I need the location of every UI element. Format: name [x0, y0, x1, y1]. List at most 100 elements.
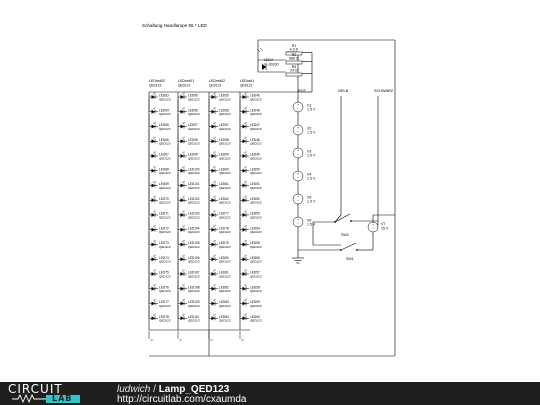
circuitlab-logo[interactable]: CIRCUIT LAB — [8, 383, 92, 404]
wire-label: GELB — [338, 89, 349, 93]
led-part-label: QED123 — [250, 142, 262, 146]
led-label: LED70 — [159, 197, 169, 201]
circuit-name: Lamp_QED123 — [158, 384, 230, 395]
led-label: LED62 — [219, 197, 229, 201]
minus-sign: − — [297, 107, 299, 111]
led-part-label: QED123 — [159, 304, 171, 308]
plus-sign: + — [297, 149, 299, 153]
indicator-led-name: LED4 — [264, 58, 273, 62]
led-part-label: QED123 — [159, 289, 171, 293]
resistor-body — [285, 72, 303, 77]
battery-cell: +−V41.5 V — [292, 170, 316, 182]
indicator-led-part: L7L-3010D — [262, 63, 279, 67]
led-part-label: QED123 — [188, 142, 200, 146]
led-column-label: LEDred01 — [178, 79, 194, 83]
light-rays-icon — [240, 339, 245, 342]
led-label: LED75 — [159, 271, 169, 275]
led-part-label: QED123 — [250, 274, 262, 278]
resistor-1: R14.3 Ω — [285, 44, 303, 56]
led-label: LED107 — [188, 271, 200, 275]
led-label: LED76 — [159, 285, 169, 289]
led-column-4: LEDred1QED123LED45QED123LED46QED123LED47… — [239, 79, 262, 342]
circuit-url-link[interactable]: http://circuitlab.com/cxaumda — [117, 394, 247, 405]
resistor-value: 24 Ω — [290, 69, 298, 73]
led-label: LED50 — [250, 167, 260, 171]
voltage-source-icon — [292, 216, 304, 228]
wire-label: SCHWARZ — [374, 89, 394, 93]
battery-cell: +−V61.5 V — [292, 216, 316, 228]
led-label: LED82 — [219, 285, 229, 289]
led-label: LED59 — [219, 153, 229, 157]
led-part-label: QED123 — [219, 289, 231, 293]
led-label: LED78 — [159, 315, 169, 319]
led-label: LED48 — [250, 138, 260, 142]
led-label: LED103 — [188, 212, 200, 216]
led-part-label: QED123 — [219, 260, 231, 264]
led-label: LED58 — [250, 285, 260, 289]
led-part-label: QED123 — [250, 156, 262, 160]
led-part-label: QED123 — [219, 142, 231, 146]
author-link[interactable]: ludwich — [117, 384, 151, 395]
led-part-label: QED123 — [188, 156, 200, 160]
led-part-label: QED123 — [159, 142, 171, 146]
led-label: LED72 — [159, 226, 169, 230]
led-label: LED84 — [219, 315, 229, 319]
led-part-label: QED123 — [188, 186, 200, 190]
led-column-2: LEDred01QED123LED95QED123LED96QED123LED9… — [177, 79, 200, 342]
diode-icon — [262, 64, 266, 70]
led-column-label: LEDred1 — [240, 79, 254, 83]
battery-cell: +−V31.5 V — [292, 147, 316, 159]
minus-sign: − — [297, 176, 299, 180]
led-part-label: QED123 — [219, 230, 231, 234]
led-part-label: QED123 — [219, 112, 231, 116]
led-part-label: QED123 — [219, 274, 231, 278]
led-label: LED99 — [188, 153, 198, 157]
led-part-label: QED123 — [188, 319, 200, 323]
plus-sign: + — [297, 195, 299, 199]
led-label: LED77 — [159, 300, 169, 304]
minus-sign: − — [297, 130, 299, 134]
led-label: LED100 — [188, 167, 200, 171]
led-part-label: QED123 — [188, 215, 200, 219]
led-label: LED55 — [219, 94, 229, 98]
battery-name: V1 — [307, 104, 311, 108]
logo-top-text: CIRCUIT — [8, 382, 63, 396]
led-label: LED68 — [159, 167, 169, 171]
led-label: LED74 — [159, 256, 169, 260]
led-part-label: QED123 — [250, 127, 262, 131]
led-part-label: QED123 — [250, 215, 262, 219]
plus-sign: + — [372, 223, 374, 227]
led-label: LED49 — [250, 153, 260, 157]
title-separator: / — [153, 384, 156, 395]
led-part-label: QED123 — [159, 260, 171, 264]
led-label: LED60 — [219, 167, 229, 171]
battery-cell: +−V21.5 V — [292, 124, 316, 136]
led-part-label: QED123 — [188, 127, 200, 131]
led-column-part: QED123 — [149, 84, 161, 88]
led-part-label: QED123 — [188, 260, 200, 264]
led-label: LED56 — [250, 256, 260, 260]
